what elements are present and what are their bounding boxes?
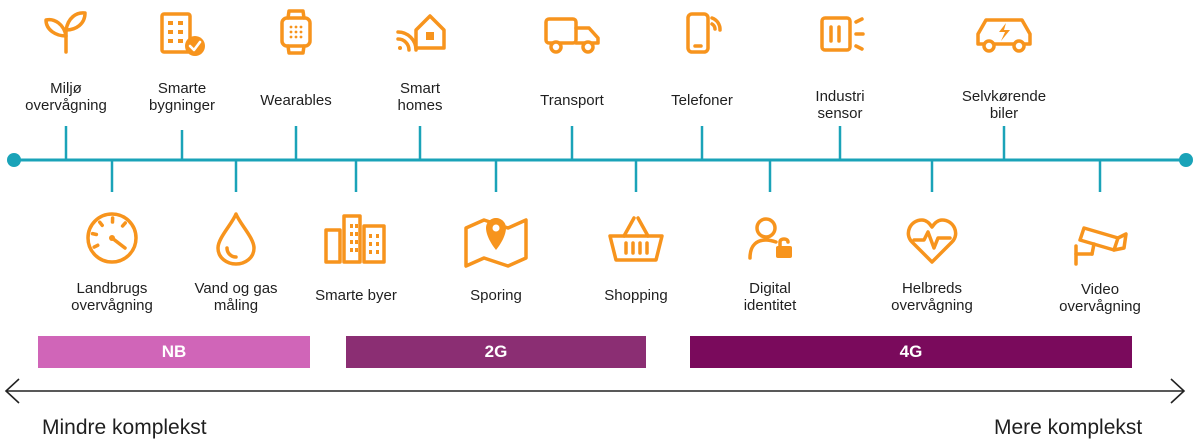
smartwatch-icon [280,9,312,55]
shopping-basket-icon [608,216,664,262]
timeline-start-dot [7,153,21,167]
water-drop-icon [216,212,256,266]
less-complex-label: Mindre komplekst [42,416,207,439]
smart-home-icon [396,14,446,52]
industrial-sensor-icon [820,16,865,52]
map-pin-icon [464,218,528,268]
bottom-item-label: Shopping [604,287,668,304]
user-lock-icon [748,217,792,260]
phone-signal-icon [686,12,722,54]
bottom-item-label: Landbrugs overvågning [71,280,153,314]
truck-icon [544,17,600,54]
more-complex-label: Mere komplekst [994,416,1143,439]
top-item-label: Transport [540,92,604,109]
top-item-label: Industri sensor [815,88,865,122]
band-4g: 4G [690,336,1132,368]
heart-pulse-icon [906,218,958,264]
bottom-item-label: Video overvågning [1059,281,1141,315]
top-item-label: Miljø overvågning [25,80,107,114]
band-2g: 2G [346,336,646,368]
timeline-end-dot [1179,153,1193,167]
top-item-label: Selvkørende biler [961,88,1047,122]
bottom-item-label: Sporing [470,287,522,304]
top-item-label: Wearables [260,92,332,109]
electric-car-icon [976,18,1032,53]
city-buildings-icon [324,214,386,264]
top-item-label: Smart homes [397,80,443,114]
bottom-item-label: Vand og gas måling [194,280,278,314]
complexity-arrow [4,378,1186,404]
top-item-label: Smarte bygninger [149,80,215,114]
bottom-item-label: Helbreds overvågning [891,280,973,314]
band-nb: NB [38,336,310,368]
building-check-icon [160,12,205,56]
bottom-item-label: Digital identitet [743,280,797,314]
gauge-icon [86,212,138,264]
bottom-item-label: Smarte byer [315,287,397,304]
sprout-icon [44,11,87,54]
top-item-label: Telefoner [671,92,733,109]
security-camera-icon [1074,226,1128,266]
